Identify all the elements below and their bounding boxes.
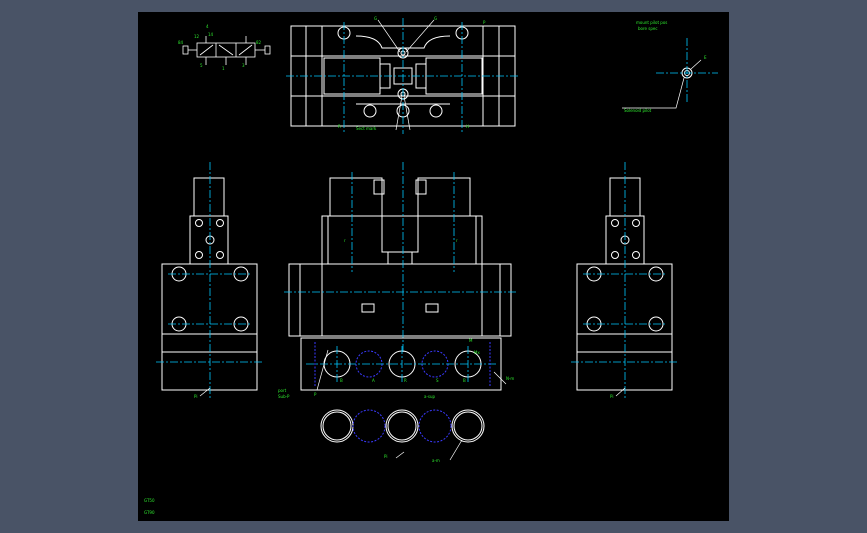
side-label: Pi — [194, 394, 197, 399]
port-face-view — [300, 337, 507, 391]
port-label: A — [372, 378, 375, 383]
port-label: a-sup — [424, 394, 436, 399]
port-label: M — [469, 338, 473, 343]
port-label: N-m — [506, 376, 514, 381]
section-label: Sect mark — [356, 126, 377, 131]
ring-label: a-m — [432, 458, 440, 463]
note-text: GT90 — [144, 510, 155, 515]
section-label: P — [483, 20, 486, 25]
port-label: R — [404, 378, 407, 383]
symbol-label: 4 — [206, 24, 209, 29]
note-text: GT50 — [144, 498, 155, 503]
symbol-label: 14 — [208, 32, 214, 37]
symbol-label: 82 — [256, 40, 262, 45]
top-right-detail — [622, 38, 718, 109]
front-label: r — [456, 238, 458, 243]
port-label: B — [463, 378, 466, 383]
front-view — [284, 162, 518, 352]
port-label: B — [340, 378, 343, 383]
symbol-label: 3 — [242, 63, 245, 68]
port-label: P — [314, 392, 317, 397]
section-label: G — [374, 16, 377, 21]
cad-drawing-sheet: 4 12 14 82 84 5 1 3 — [138, 12, 729, 521]
right-side-view — [571, 162, 678, 400]
symbol-label: 12 — [194, 34, 200, 39]
side-label: Pi — [610, 394, 613, 399]
ring-label: Pi — [384, 454, 387, 459]
port-rings — [320, 409, 485, 461]
left-side-view — [156, 162, 263, 400]
front-label: r — [344, 238, 346, 243]
top-section-view — [286, 18, 520, 134]
detail-label: Solenoid pilot — [624, 108, 652, 113]
port-label: Sub-P — [278, 394, 290, 399]
detail-label: bore spec — [638, 26, 658, 31]
detail-label: E — [704, 55, 707, 60]
symbol-label: 1 — [222, 66, 225, 71]
valve-drawing: 4 12 14 82 84 5 1 3 — [144, 16, 718, 515]
symbol-label: 5 — [200, 63, 203, 68]
section-label: G — [434, 16, 437, 21]
detail-label: mount pilot pos — [636, 20, 667, 25]
port-label: S — [436, 378, 439, 383]
port-label: Mx — [474, 350, 480, 355]
section-label: R — [338, 124, 341, 129]
section-label: H — [466, 124, 469, 129]
port-label: port — [278, 388, 287, 393]
valve-symbol — [182, 36, 271, 65]
symbol-label: 84 — [178, 40, 184, 45]
